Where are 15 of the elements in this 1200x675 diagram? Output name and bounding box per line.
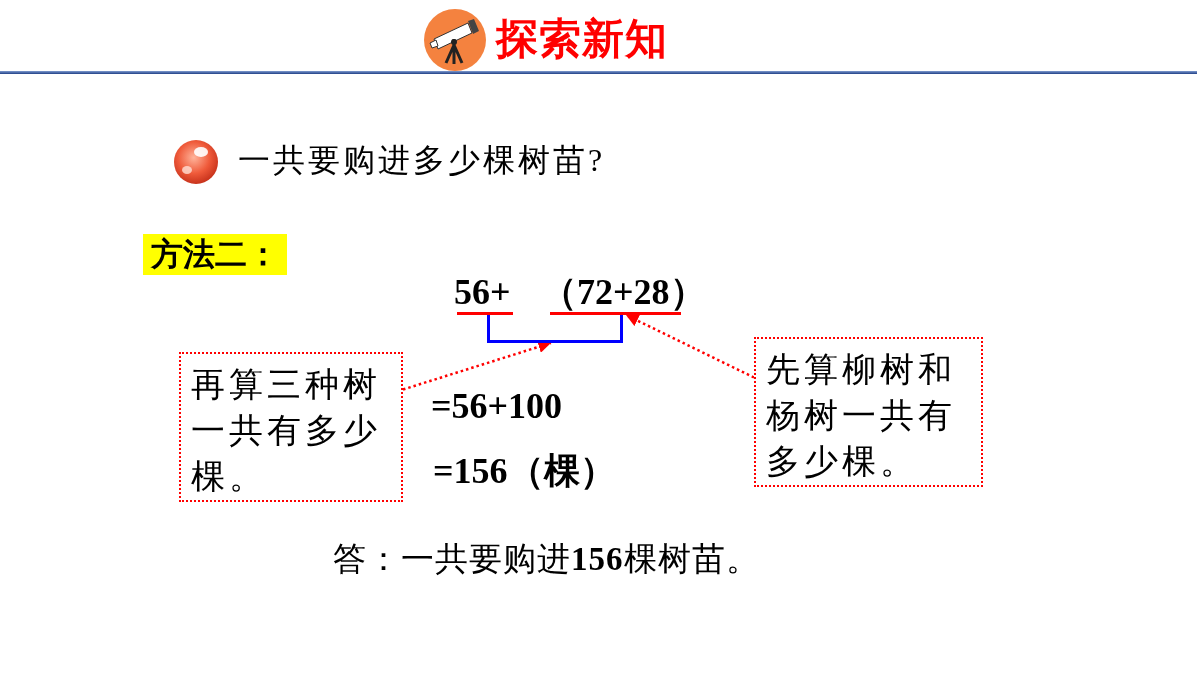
slide-title: 探索新知	[496, 14, 668, 65]
callout-box	[179, 352, 403, 502]
callout-box	[754, 337, 983, 487]
equation-step: =156（棵）	[433, 450, 616, 494]
answer-text: 答：一共要购进156棵树苗。	[333, 540, 760, 579]
leader-arrow	[402, 340, 552, 391]
callout-text: 先算柳树和杨树一共有多少棵。	[766, 350, 957, 482]
callout-text: 再算三种树一共有多少棵。	[191, 365, 382, 497]
method-label: 方法二：	[143, 234, 287, 275]
leader-arrow	[625, 313, 755, 379]
question-text: 一共要购进多少棵树苗?	[238, 141, 606, 180]
math-expression: 56+	[454, 276, 511, 308]
bracket	[487, 315, 623, 343]
equation-step: =56+100	[431, 385, 563, 429]
underline	[550, 312, 681, 315]
